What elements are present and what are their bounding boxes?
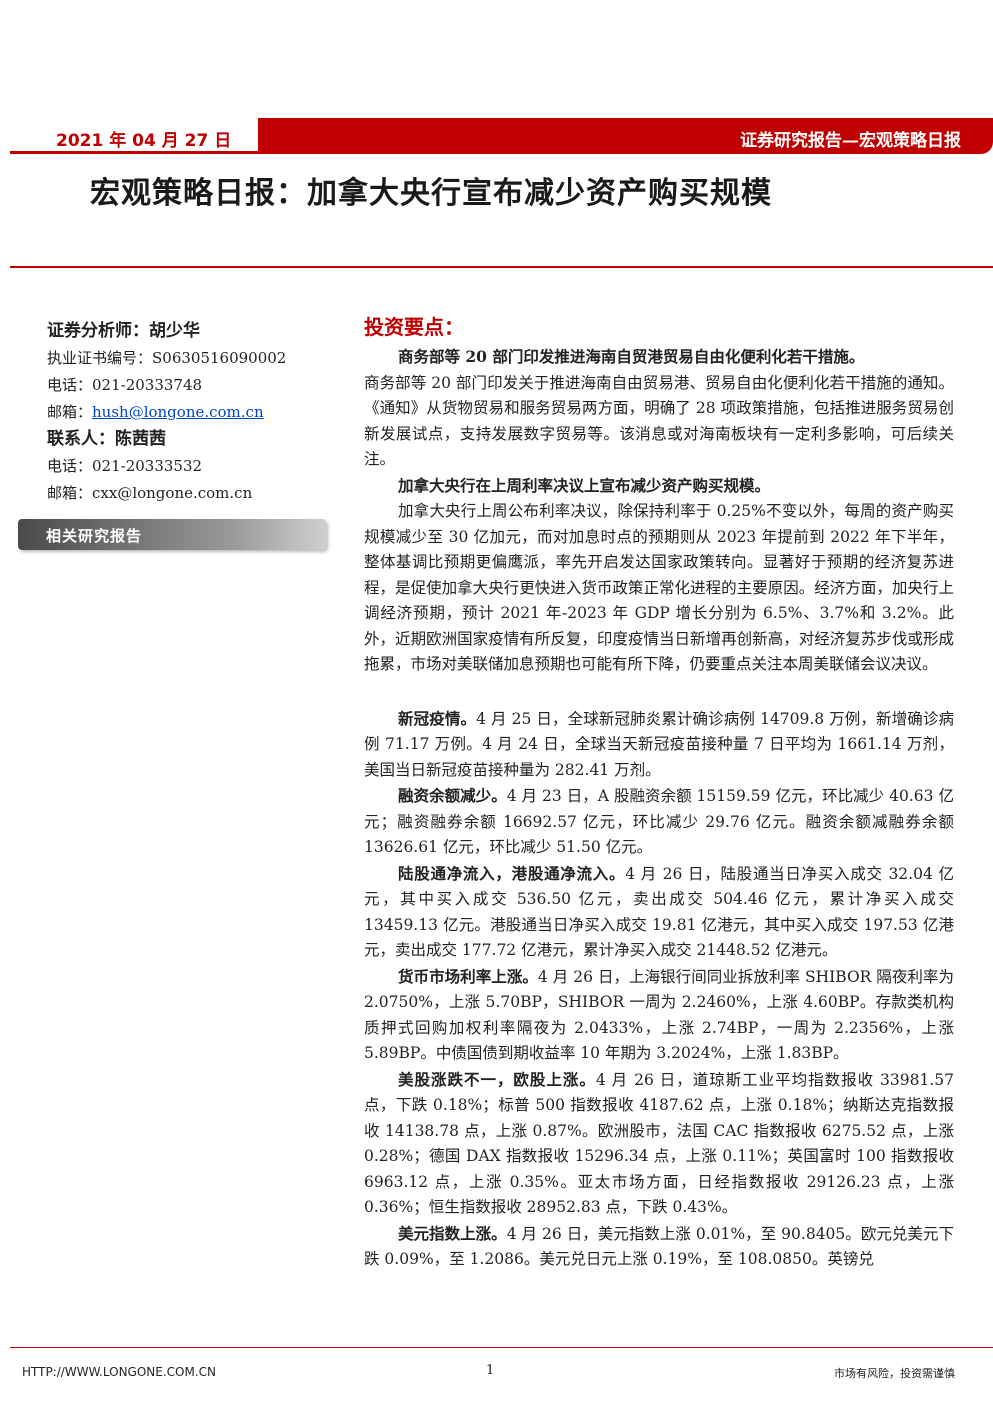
paragraph: 新冠疫情。4 月 25 日，全球新冠肺炎累计确诊病例 14709.8 万例，新增… [364, 706, 954, 784]
analyst-info: 证券分析师：胡少华 执业证书编号：S0630516090002 电话：021-2… [47, 318, 317, 507]
header-band: 2021 年 04 月 27 日 证券研究报告—宏观策略日报 [10, 118, 993, 154]
paragraph: 陆股通净流入，港股通净流入。4 月 26 日，陆股通当日净买入成交 32.04 … [364, 861, 954, 964]
related-reports-bar[interactable]: 相关研究报告 [18, 519, 326, 550]
analyst-phone: 电话：021-20333748 [47, 376, 203, 394]
analyst-email-row: 邮箱：hush@longone.com.cn [47, 399, 317, 426]
footer-divider [10, 1347, 993, 1348]
paragraph-body: 加拿大央行上周公布利率决议，除保持利率于 0.25%不变以外，每周的资产购买规模… [364, 502, 954, 673]
spacer [364, 678, 954, 706]
paragraph-head: 陆股通净流入，港股通净流入。 [398, 863, 626, 883]
paragraph-head: 美股涨跌不一，欧股上涨。 [398, 1069, 596, 1089]
paragraph-body: 商务部等 20 部门印发关于推进海南自由贸易港、贸易自由化便利化若干措施的通知。… [364, 373, 954, 469]
paragraph-body: 4 月 26 日，道琼斯工业平均指数报收 33981.57 点，下跌 0.18%… [364, 1070, 954, 1217]
paragraph-body: 4 月 26 日，美元指数上涨 0.01%，至 90.8405。欧元兑美元下跌 … [364, 1224, 954, 1269]
analyst-name: 证券分析师：胡少华 [47, 321, 200, 341]
paragraph-body: 4 月 23 日，A 股融资余额 15159.59 亿元，环比减少 40.63 … [364, 787, 954, 856]
paragraph: 美元指数上涨。4 月 26 日，美元指数上涨 0.01%，至 90.8405。欧… [364, 1221, 954, 1273]
paragraph-head: 货币市场利率上涨。 [398, 966, 538, 986]
contact-email: 邮箱：cxx@longone.com.cn [47, 484, 253, 502]
paragraph: 加拿大央行在上周利率决议上宣布减少资产购买规模。 [364, 473, 954, 500]
related-reports-label: 相关研究报告 [46, 527, 143, 545]
footer-url[interactable]: HTTP://WWW.LONGONE.COM.CN [22, 1365, 217, 1379]
paragraph-head: 商务部等 20 部门印发推进海南自贸港贸易自由化便利化若干措施。 [398, 347, 865, 366]
analyst-email-link[interactable]: hush@longone.com.cn [92, 403, 264, 421]
date-block: 2021 年 04 月 27 日 [10, 118, 258, 154]
paragraph-head: 美元指数上涨。 [398, 1223, 507, 1243]
paragraph-head: 新冠疫情。 [398, 708, 477, 728]
paragraph-body: 4 月 25 日，全球新冠肺炎累计确诊病例 14709.8 万例，新增确诊病例 … [364, 709, 954, 779]
analyst-cert: 执业证书编号：S0630516090002 [47, 349, 287, 367]
contact-phone: 电话：021-20333532 [47, 457, 203, 475]
paragraph-body: 4 月 26 日，陆股通当日净买入成交 32.04 亿元，其中买入成交 536.… [364, 864, 954, 960]
paragraph: 商务部等 20 部门印发关于推进海南自由贸易港、贸易自由化便利化若干措施的通知。… [364, 371, 954, 473]
risk-disclaimer: 市场有风险，投资需谨慎 [834, 1367, 955, 1380]
paragraph: 融资余额减少。4 月 23 日，A 股融资余额 15159.59 亿元，环比减少… [364, 783, 954, 861]
section-title: 投资要点： [364, 315, 464, 339]
page-title: 宏观策略日报：加拿大央行宣布减少资产购买规模 [90, 176, 772, 211]
report-date: 2021 年 04 月 27 日 [56, 131, 232, 151]
paragraph-head: 融资余额减少。 [398, 786, 507, 805]
paragraph: 商务部等 20 部门印发推进海南自贸港贸易自由化便利化若干措施。 [364, 344, 954, 371]
page-number: 1 [486, 1363, 495, 1378]
report-category: 证券研究报告—宏观策略日报 [740, 131, 961, 151]
paragraph: 货币市场利率上涨。4 月 26 日，上海银行间同业拆放利率 SHIBOR 隔夜利… [364, 964, 954, 1067]
main-content: 投资要点： 商务部等 20 部门印发推进海南自贸港贸易自由化便利化若干措施。 商… [364, 311, 954, 1273]
paragraph-body: 4 月 26 日，上海银行间同业拆放利率 SHIBOR 隔夜利率为 2.0750… [364, 967, 954, 1063]
paragraph: 美股涨跌不一，欧股上涨。4 月 26 日，道琼斯工业平均指数报收 33981.5… [364, 1067, 954, 1221]
contact-name: 联系人：陈茜茜 [47, 429, 166, 449]
email-label: 邮箱： [47, 403, 93, 421]
header-divider [10, 266, 993, 268]
paragraph-head: 加拿大央行在上周利率决议上宣布减少资产购买规模。 [398, 475, 771, 495]
paragraph: 加拿大央行上周公布利率决议，除保持利率于 0.25%不变以外，每周的资产购买规模… [364, 499, 954, 678]
